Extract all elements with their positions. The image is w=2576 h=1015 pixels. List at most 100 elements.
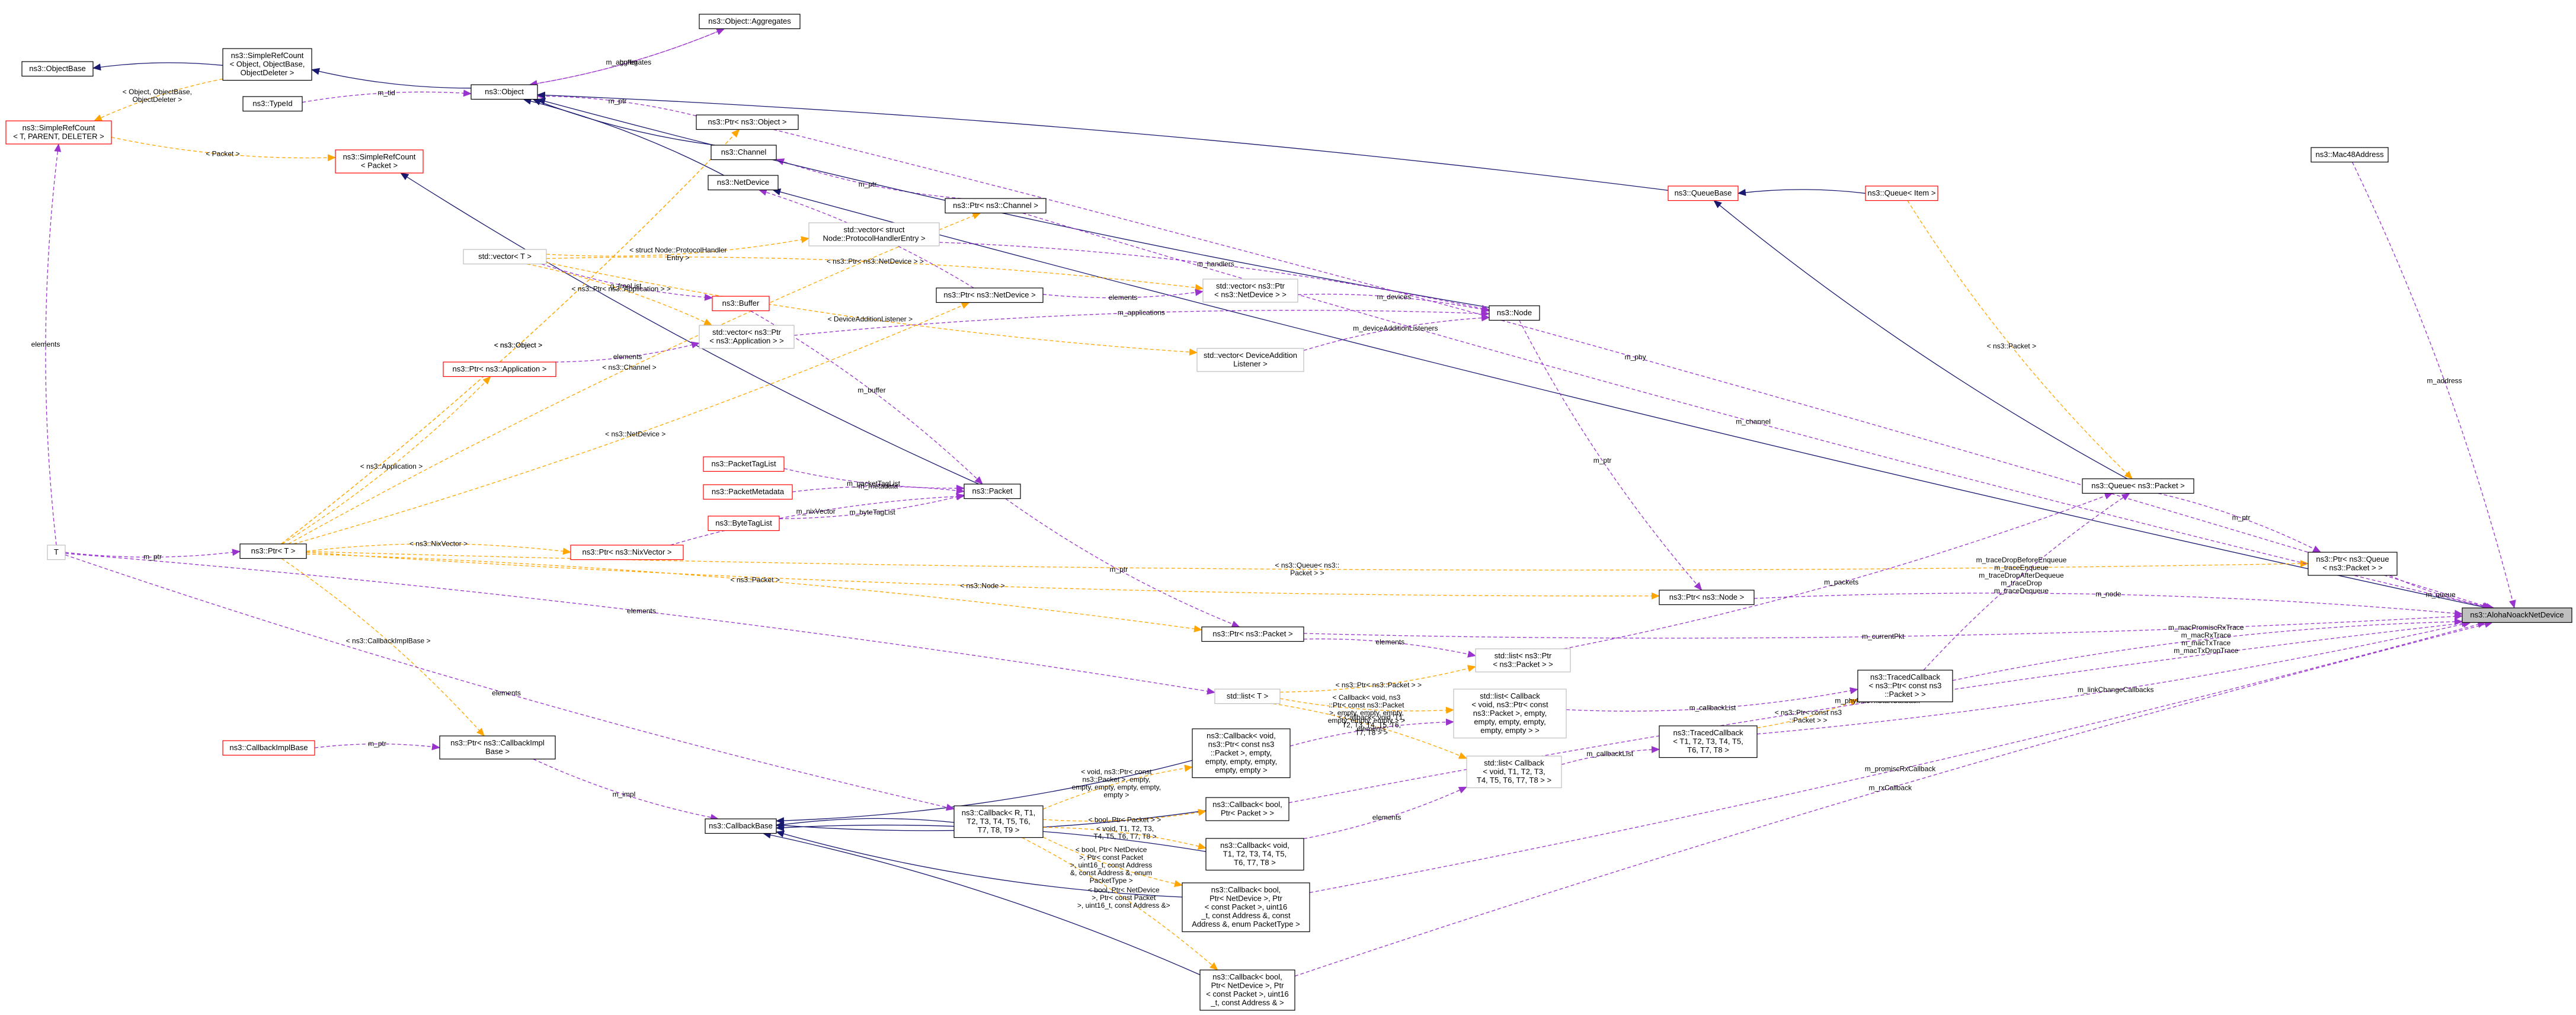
edge-usage (779, 493, 965, 520)
class-node[interactable]: ns3::QueueBase (1668, 185, 1739, 201)
edge-label: elements (1375, 638, 1404, 646)
class-node[interactable]: ns3::Ptr< ns3::Channel > (945, 198, 1047, 214)
class-node-label: _t, const Address &, const (1201, 911, 1291, 920)
class-node[interactable]: ns3::TracedCallback< T1, T2, T3, T4, T5,… (1659, 725, 1758, 758)
class-node[interactable]: std::vector< T > (463, 249, 547, 265)
edge-label: g_freeList (610, 281, 642, 290)
edge-usage (758, 188, 974, 289)
class-node[interactable]: ns3::PacketMetadata (703, 484, 793, 500)
class-node[interactable]: std::vector< ns3::Ptr< ns3::NetDevice > … (1202, 278, 1298, 303)
class-node[interactable]: ns3::Object::Aggregates (699, 14, 801, 30)
class-node-box (1201, 626, 1304, 642)
class-node[interactable]: ns3::NetDevice (708, 175, 779, 191)
class-node-label: < ns3::Ptr< const ns3 (1869, 681, 1942, 690)
class-node-label: ns3::Packet (972, 486, 1013, 495)
class-node[interactable]: ns3::Callback< bool,Ptr< NetDevice >, Pt… (1199, 969, 1295, 1011)
class-node[interactable]: std::list< Callback< void, ns3::Ptr< con… (1453, 689, 1567, 739)
class-node[interactable]: ns3::Ptr< ns3::Object > (696, 114, 799, 130)
class-node[interactable]: ns3::Packet (964, 484, 1021, 500)
edge-usage (793, 310, 1490, 336)
class-node[interactable]: ns3::Ptr< ns3::NixVector > (570, 545, 684, 561)
class-node[interactable]: ns3::ByteTagList (708, 515, 780, 531)
edge-label: < ns3::Object > (494, 341, 542, 350)
class-node[interactable]: ns3::Channel (711, 145, 777, 161)
class-node[interactable]: ns3::SimpleRefCount< Object, ObjectBase,… (222, 48, 312, 81)
class-node-label: T6, T7, T8 > (1687, 745, 1729, 754)
class-node-box (5, 120, 112, 145)
class-node[interactable]: ns3::PacketTagList (703, 456, 785, 472)
class-node-box (1192, 728, 1291, 779)
class-node-label: std::list< Callback (1480, 691, 1540, 700)
edge-label: < Callback< void, ns3 (1333, 693, 1401, 702)
class-node-label: empty, empty, empty, (1205, 757, 1277, 766)
class-node[interactable]: ns3::Ptr< ns3::Queue< ns3::Packet > > (2308, 552, 2398, 576)
class-node[interactable]: ns3::SimpleRefCount< T, PARENT, DELETER … (5, 120, 112, 145)
class-node-label: < T, PARENT, DELETER > (13, 132, 104, 141)
class-node[interactable]: ns3::Ptr< ns3::Application > (443, 361, 556, 377)
class-node[interactable]: ns3::Callback< bool,Ptr< NetDevice >, Pt… (1182, 882, 1310, 933)
edge-template (1022, 837, 1218, 971)
edge-label: ::Ptr< const ns3::Packet (1329, 701, 1404, 709)
class-node[interactable]: ns3::CallbackBase (705, 818, 777, 834)
class-node[interactable]: ns3::SimpleRefCount< Packet > (335, 149, 424, 174)
class-node[interactable]: ns3::Buffer (712, 296, 770, 312)
edge-usage (555, 341, 700, 363)
class-node[interactable]: std::list< Callback< void, T1, T2, T3,T4… (1466, 755, 1562, 789)
edge-label: T7, T8 > > (1355, 729, 1388, 737)
edge-template (111, 136, 336, 162)
edge-label: empty, empty, empty > > (1328, 716, 1405, 725)
class-node[interactable]: ns3::TypeId (242, 96, 303, 112)
edge-label: m_promiscRxCallback (1865, 765, 1936, 773)
edge-usage (1303, 786, 1467, 840)
edge-label: elements (1356, 725, 1385, 733)
class-node[interactable]: ns3::Ptr< ns3::Packet > (1201, 626, 1304, 642)
class-node[interactable]: ns3::Callback< void,T1, T2, T3, T4, T5,T… (1205, 838, 1304, 871)
class-node-label: Ptr< NetDevice >, Ptr (1209, 894, 1282, 903)
class-node[interactable]: ns3::Ptr< ns3::Node > (1659, 590, 1755, 606)
class-node[interactable]: std::vector< ns3::Ptr< ns3::Application … (699, 325, 795, 349)
class-node[interactable]: ns3::ObjectBase (21, 61, 94, 77)
class-node-label: ns3::Callback< void, (1207, 731, 1276, 740)
class-node[interactable]: ns3::Ptr< ns3::CallbackImplBase > (439, 735, 556, 760)
class-node[interactable]: ns3::Ptr< T > (239, 543, 307, 559)
edge-label: m_traceDequeue (1994, 587, 2049, 595)
class-node[interactable]: ns3::TracedCallback< ns3::Ptr< const ns3… (1857, 670, 1953, 703)
class-node-box (1659, 590, 1755, 606)
class-node-label: ns3::Ptr< const ns3 (1208, 740, 1275, 749)
edge-label: elements (31, 340, 60, 348)
class-node[interactable]: ns3::Queue< ns3::Packet > (2082, 478, 2194, 494)
class-node[interactable]: ns3::CallbackImplBase (222, 740, 315, 756)
class-node[interactable]: ns3::Callback< bool,Ptr< Packet > > (1205, 797, 1289, 821)
class-node[interactable]: T (47, 545, 66, 561)
class-node-label: Address &, enum PacketType > (1192, 920, 1300, 928)
class-node[interactable]: std::list< ns3::Ptr< ns3::Packet > > (1475, 648, 1571, 673)
class-node[interactable]: ns3::Mac48Address (2311, 147, 2389, 163)
class-node[interactable]: ns3::Callback< void,ns3::Ptr< const ns3:… (1192, 728, 1291, 779)
edge-usage (1923, 492, 2130, 671)
class-node[interactable]: ns3::Queue< Item > (1865, 185, 1938, 201)
class-node[interactable]: ns3::Ptr< ns3::NetDevice > (936, 287, 1044, 303)
edge-label: >, uint16_t, const Address &> (1077, 901, 1170, 910)
class-node-label: ns3::SimpleRefCount (343, 152, 416, 161)
class-node[interactable]: ns3::Callback< R, T1,T2, T3, T4, T5, T6,… (953, 805, 1044, 838)
class-node[interactable]: ns3::Node (1489, 305, 1540, 321)
class-node[interactable]: ns3::Object (471, 84, 538, 100)
edge-label: Packet > > (1290, 569, 1324, 577)
class-node-box (239, 543, 307, 559)
class-node-label: ns3::Ptr< ns3::NixVector > (582, 547, 671, 556)
class-node[interactable]: std::list< T > (1214, 689, 1281, 705)
class-node-box (439, 735, 556, 760)
class-node-label: ns3::Ptr< ns3::NetDevice > (943, 290, 1035, 299)
edge-label: m_address (2427, 376, 2462, 385)
edge-label: < Object, ObjectBase, (123, 88, 192, 96)
edge-usage (2158, 492, 2322, 553)
class-node-label: ns3::NetDevice (717, 178, 769, 187)
edge-label: T2, T3, T4, T5, T6, (1342, 721, 1401, 729)
class-node-box (1205, 797, 1289, 821)
edge-label: ns3::Packet >, empty, (1082, 776, 1150, 784)
class-node[interactable]: std::vector< DeviceAdditionListener > (1196, 348, 1304, 372)
class-node[interactable]: ns3::AlohaNoackNetDevice (2462, 607, 2572, 623)
edge-label: m_traceEnqueue (1994, 563, 2049, 572)
class-node-box (242, 96, 303, 112)
class-node[interactable]: std::vector< structNode::ProtocolHandler… (808, 222, 940, 246)
